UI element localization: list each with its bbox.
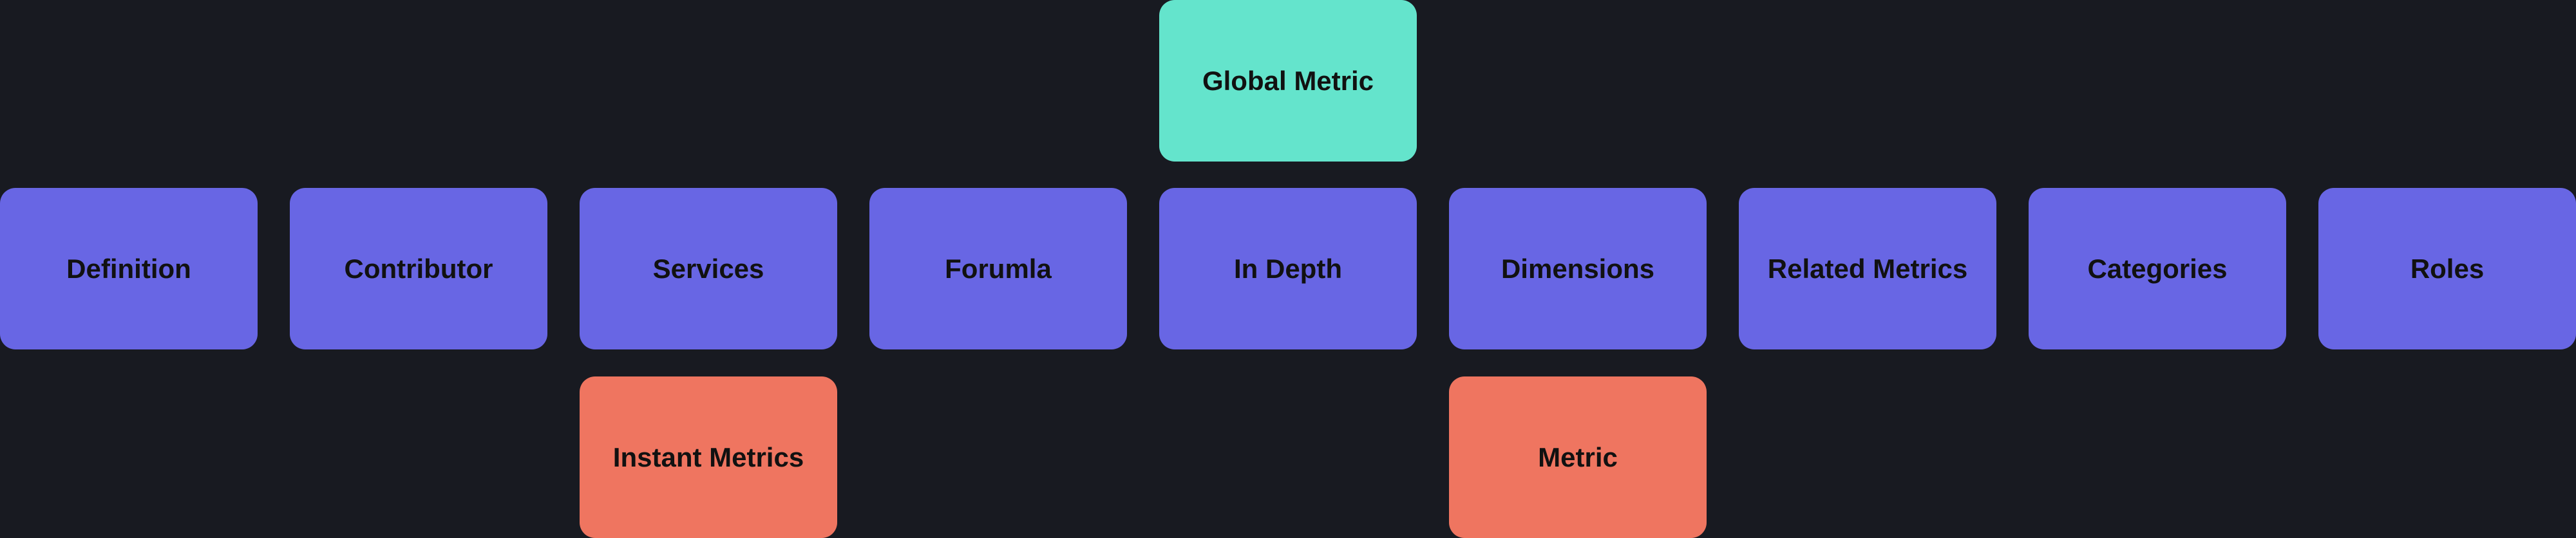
node-label: Metric <box>1538 441 1618 472</box>
node-label: Roles <box>2410 253 2485 284</box>
node-dimensions[interactable]: Dimensions <box>1449 188 1707 349</box>
node-label: Global Metric <box>1202 65 1374 96</box>
node-categories[interactable]: Categories <box>2029 188 2286 349</box>
node-label: Contributor <box>344 253 493 284</box>
node-label: Categories <box>2087 253 2228 284</box>
node-roles[interactable]: Roles <box>2318 188 2576 349</box>
node-related-metrics[interactable]: Related Metrics <box>1739 188 1996 349</box>
node-label: Forumla <box>945 253 1052 284</box>
node-instant-metrics[interactable]: Instant Metrics <box>580 376 837 538</box>
node-services[interactable]: Services <box>580 188 837 349</box>
node-label: In Depth <box>1234 253 1342 284</box>
node-in-depth[interactable]: In Depth <box>1159 188 1417 349</box>
node-label: Instant Metrics <box>612 441 804 472</box>
node-forumla[interactable]: Forumla <box>869 188 1127 349</box>
node-label: Related Metrics <box>1767 253 1968 284</box>
node-definition[interactable]: Definition <box>0 188 258 349</box>
node-label: Services <box>652 253 764 284</box>
node-global-metric[interactable]: Global Metric <box>1159 0 1417 162</box>
node-contributor[interactable]: Contributor <box>290 188 547 349</box>
node-metric[interactable]: Metric <box>1449 376 1707 538</box>
node-label: Dimensions <box>1501 253 1655 284</box>
node-label: Definition <box>66 253 191 284</box>
